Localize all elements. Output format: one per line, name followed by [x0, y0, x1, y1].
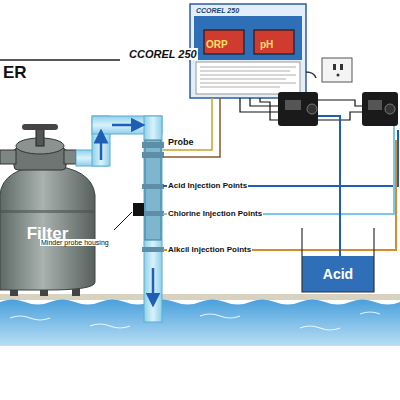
injection-label: Chlorine Injection Points: [167, 209, 263, 218]
title-fragment: ER: [2, 63, 28, 82]
display-label: ORP: [206, 39, 228, 50]
filter-node: Filter: [0, 214, 95, 254]
probe-housing: [133, 140, 164, 252]
multiport-valve: [0, 124, 76, 170]
controller-box: CCOREL 250ORP pH: [190, 4, 306, 98]
display-label: pH: [260, 39, 273, 50]
model-heading: CCOREL 250: [128, 48, 198, 60]
title-rule: [0, 59, 120, 61]
leader-line: [114, 212, 132, 230]
filter-tank: [0, 165, 95, 296]
container-label: Acid: [323, 266, 353, 282]
dosing-pump: [278, 92, 398, 126]
acid-node: Acid: [302, 256, 374, 292]
injection-label: Alkcil Injection Points: [167, 245, 252, 254]
probe-cables: [163, 98, 220, 157]
water-ripples: [10, 312, 380, 330]
acid-container: [302, 228, 374, 292]
model-name: CCOREL 250: [196, 7, 239, 14]
controller-unit: [190, 4, 306, 98]
power-socket: [306, 58, 352, 82]
probe-label: Probe: [167, 137, 195, 147]
pool-deck: [0, 294, 400, 300]
injection-label: Acid Injection Points: [167, 181, 248, 190]
pool-water: [0, 300, 400, 347]
housing-label: Minder probe housing: [40, 239, 110, 246]
